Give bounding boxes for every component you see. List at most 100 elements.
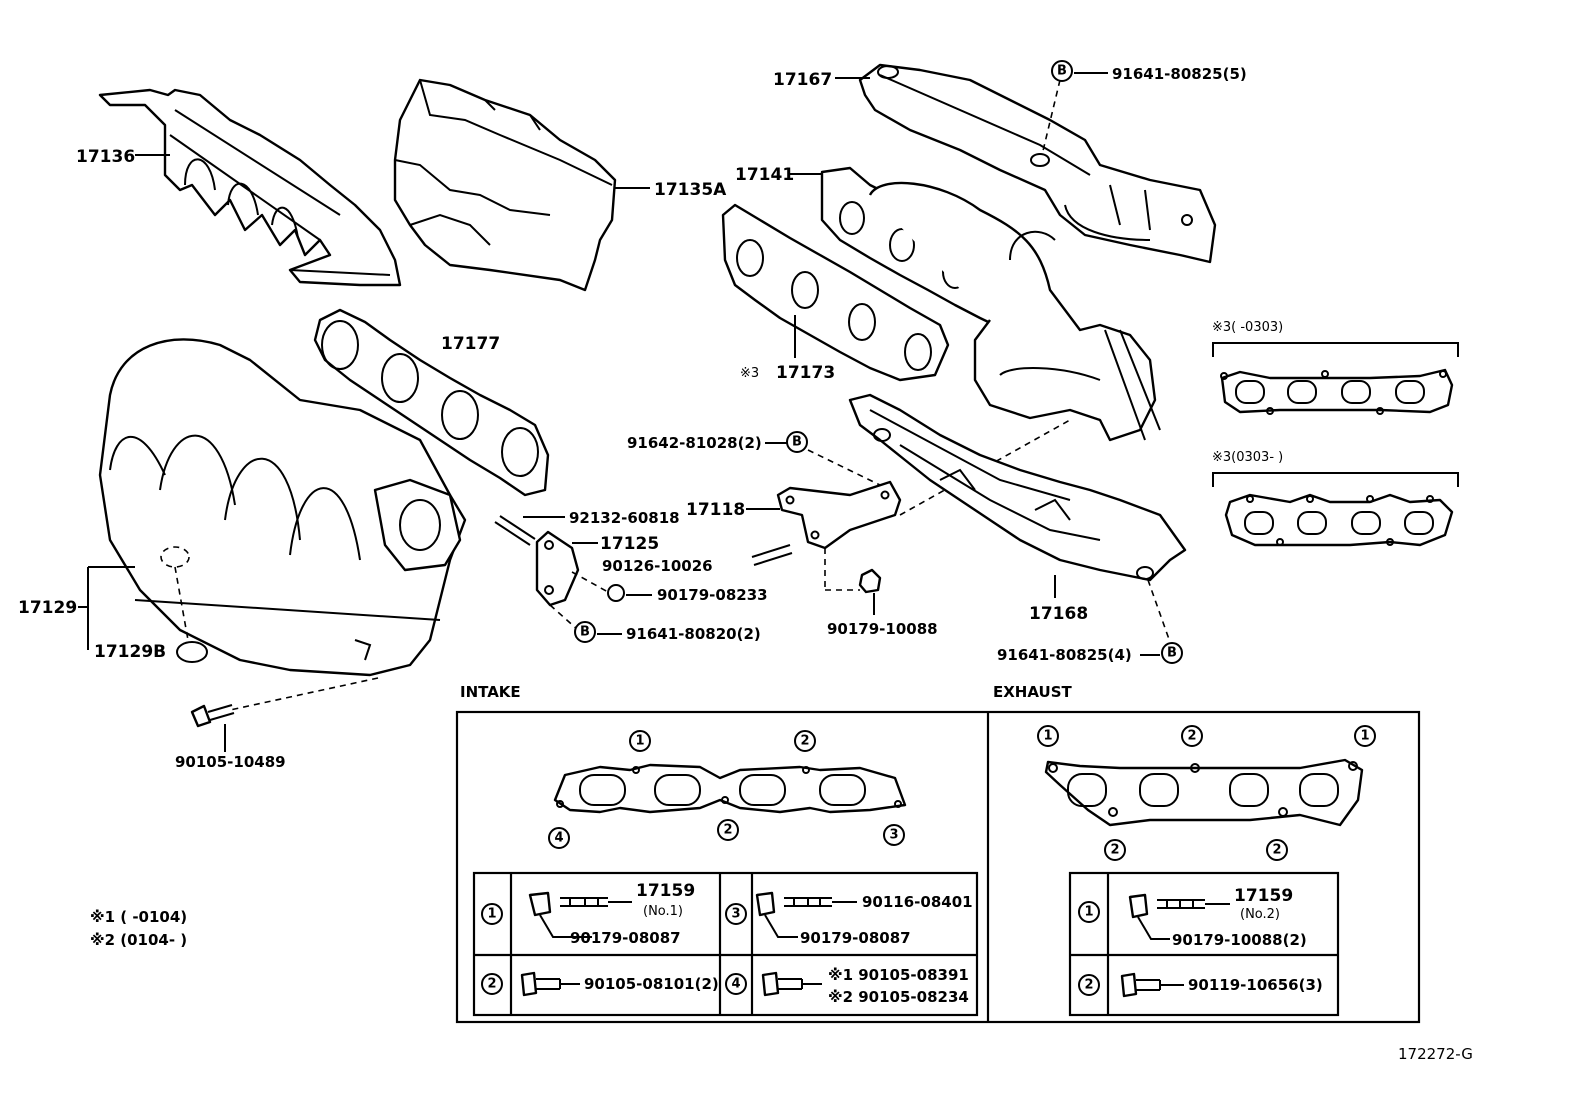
label-17135A: 17135A (654, 180, 727, 200)
label-92132-60818: 92132-60818 (569, 509, 680, 527)
hex-bolt-icon (1120, 972, 1161, 998)
intake-marker (548, 827, 570, 849)
label-17118: 17118 (686, 500, 745, 520)
label-17167: 17167 (773, 70, 832, 90)
plug-17129B (176, 641, 208, 663)
exhaust-marker (1354, 725, 1376, 747)
label-90179-08233: 90179-08233 (657, 586, 768, 604)
intake-marker (883, 824, 905, 846)
exhaust-row-marker (1078, 901, 1100, 923)
label-91642-81028-2: 91642-81028(2) (627, 434, 762, 452)
marker-text: 2 (1110, 843, 1119, 858)
badge-b-text: B (580, 625, 590, 640)
note-2: ※2 (0104- ) (90, 931, 187, 949)
marker-text: 2 (800, 734, 809, 749)
intake-row-marker (725, 973, 747, 995)
badge-b-text: B (792, 435, 802, 450)
label-91641-80825-5: 91641-80825(5) (1112, 65, 1247, 83)
label-17177: 17177 (441, 334, 500, 354)
label-17168: 17168 (1029, 604, 1088, 624)
heat-shield-17136 (98, 88, 402, 287)
exhaust-manifold-17141 (820, 166, 1161, 442)
insulator-17135A (393, 78, 617, 292)
label-17173: 17173 (776, 363, 835, 383)
exhaust-marker (1037, 725, 1059, 747)
marker-text: 2 (487, 977, 496, 992)
intake-marker (794, 730, 816, 752)
intake-row-marker (725, 903, 747, 925)
label-17125: 17125 (600, 534, 659, 554)
stud-bolt-icon (528, 891, 608, 917)
intake-manifold-17129 (98, 338, 467, 677)
stud-bolt-icon (755, 891, 832, 917)
exhaust-row-marker (1078, 974, 1100, 996)
gasket-variant-a (1220, 368, 1454, 415)
bolt-badge-b-91641-80825-4 (1161, 642, 1183, 664)
gasket-variant-a-label: ※3( -0303) (1212, 320, 1283, 335)
nut-90179-10088 (858, 568, 882, 594)
marker-text: 2 (723, 823, 732, 838)
marker-text: 4 (731, 977, 740, 992)
marker-text: 1 (1084, 905, 1093, 920)
bolt-90105-10489 (190, 704, 235, 728)
torque-table-frame (455, 710, 1421, 1024)
exhaust-marker (1104, 839, 1126, 861)
intake-fastener-table (472, 871, 979, 1017)
stud-bolt-icon (1128, 893, 1205, 919)
heat-shield-17167 (858, 63, 1217, 264)
bracket-17125 (535, 530, 580, 607)
badge-b-text: B (1057, 64, 1067, 79)
flange-bolt-icon (761, 971, 803, 997)
gasket-variant-b-label: ※3(0303- ) (1212, 450, 1283, 465)
label-90105-10489: 90105-10489 (175, 753, 286, 771)
intake-row2-part: 90116-08401 (862, 893, 973, 911)
exhaust-gasket-17173 (721, 203, 950, 382)
marker-text: 2 (1084, 978, 1093, 993)
badge-b-text: B (1167, 646, 1177, 661)
intake-row1-bolt: 90179-08087 (570, 929, 681, 947)
marker-text: 1 (487, 907, 496, 922)
intake-row1-part: 17159 (636, 881, 695, 901)
intake-row3-part: 90105-08101(2) (584, 975, 719, 993)
intake-row4-v2: ※2 90105-08234 (828, 988, 969, 1006)
marker-text: 1 (635, 734, 644, 749)
figure-id: 172272-G (1398, 1045, 1473, 1063)
intake-row2-bolt: 90179-08087 (800, 929, 911, 947)
note-ref-3: ※3 (740, 366, 759, 381)
intake-row4-v1: ※1 90105-08391 (828, 966, 969, 984)
label-90126-10026: 90126-10026 (602, 557, 713, 575)
label-91641-80825-4: 91641-80825(4) (997, 646, 1132, 664)
exhaust-marker (1181, 725, 1203, 747)
intake-marker (717, 819, 739, 841)
exhaust-row1-bolt: 90179-10088(2) (1172, 931, 1307, 949)
label-91641-80820-2: 91641-80820(2) (626, 625, 761, 643)
intake-marker (629, 730, 651, 752)
note-1: ※1 ( -0104) (90, 908, 187, 926)
exhaust-title: EXHAUST (993, 683, 1072, 701)
marker-text: 1 (1360, 729, 1369, 744)
hex-bolt-icon (520, 971, 561, 997)
stud-90126-10026 (751, 544, 793, 566)
marker-text: 4 (554, 831, 563, 846)
exhaust-row1-sub: (No.2) (1240, 907, 1280, 922)
intake-gasket-17177 (313, 308, 550, 497)
marker-text: 1 (1043, 729, 1052, 744)
bolt-badge-b-91641-80820 (574, 621, 596, 643)
marker-text: 3 (731, 907, 740, 922)
label-90179-10088: 90179-10088 (827, 620, 938, 638)
intake-row1-sub: (No.1) (643, 904, 683, 919)
label-17129B: 17129B (94, 642, 166, 662)
exhaust-pattern-gasket (1044, 758, 1364, 827)
intake-row-marker (481, 973, 503, 995)
label-17141: 17141 (735, 165, 794, 185)
intake-title: INTAKE (460, 683, 521, 701)
exhaust-marker (1266, 839, 1288, 861)
heat-shield-17168 (848, 393, 1187, 582)
stud-92132-60818 (494, 515, 536, 546)
exhaust-row1-part: 17159 (1234, 886, 1293, 906)
label-17129: 17129 (18, 598, 77, 618)
marker-text: 3 (889, 828, 898, 843)
label-17136: 17136 (76, 147, 135, 167)
bolt-badge-b (1051, 60, 1073, 82)
intake-row-marker (481, 903, 503, 925)
